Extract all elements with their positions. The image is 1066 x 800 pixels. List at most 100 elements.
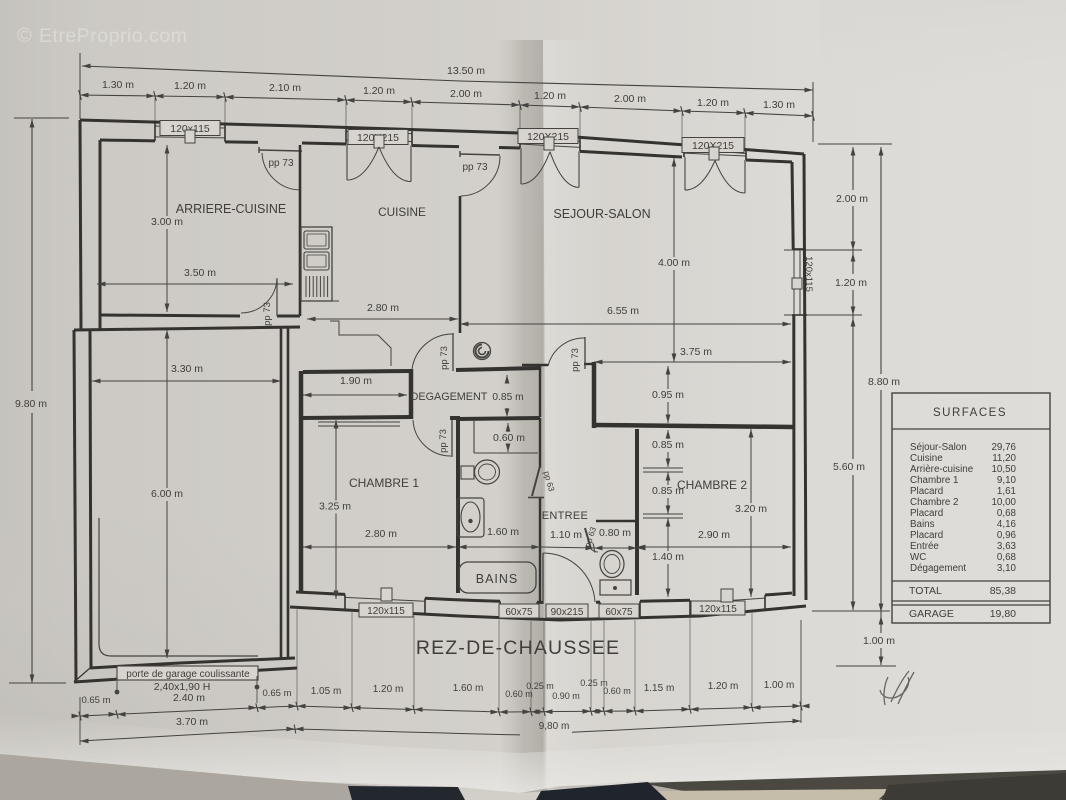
svg-text:Dégagement: Dégagement bbox=[910, 563, 966, 574]
svg-text:19,80: 19,80 bbox=[990, 608, 1016, 620]
svg-text:ARRIERE-CUISINE: ARRIERE-CUISINE bbox=[176, 202, 286, 216]
svg-text:1.20 m: 1.20 m bbox=[373, 684, 404, 695]
svg-text:3.20 m: 3.20 m bbox=[735, 503, 767, 515]
svg-text:2.10 m: 2.10 m bbox=[269, 82, 301, 94]
svg-text:1.20 m: 1.20 m bbox=[708, 681, 739, 692]
svg-text:CUISINE: CUISINE bbox=[378, 205, 426, 219]
svg-text:1.00 m: 1.00 m bbox=[863, 635, 895, 647]
svg-text:WC: WC bbox=[910, 552, 926, 563]
svg-text:0.85 m: 0.85 m bbox=[652, 485, 684, 497]
svg-text:pp 73: pp 73 bbox=[439, 346, 450, 370]
svg-text:0.60 m: 0.60 m bbox=[493, 432, 525, 444]
svg-text:0.85 m: 0.85 m bbox=[652, 439, 684, 451]
svg-text:8.80 m: 8.80 m bbox=[868, 376, 900, 388]
svg-text:5.60 m: 5.60 m bbox=[833, 461, 865, 473]
svg-text:3.75 m: 3.75 m bbox=[680, 346, 712, 358]
svg-text:3.70 m: 3.70 m bbox=[176, 716, 208, 728]
svg-text:Placard: Placard bbox=[910, 486, 943, 497]
svg-text:2.80 m: 2.80 m bbox=[365, 528, 397, 540]
svg-text:1.00 m: 1.00 m bbox=[764, 680, 795, 691]
svg-text:2.40 m: 2.40 m bbox=[173, 692, 205, 704]
svg-text:4,16: 4,16 bbox=[997, 519, 1017, 530]
svg-text:1.20 m: 1.20 m bbox=[697, 97, 729, 109]
svg-text:GARAGE: GARAGE bbox=[909, 608, 954, 620]
svg-text:Arrière-cuisine: Arrière-cuisine bbox=[910, 464, 974, 475]
svg-text:1.20 m: 1.20 m bbox=[363, 85, 395, 97]
svg-text:3.30 m: 3.30 m bbox=[171, 363, 203, 375]
svg-text:9,10: 9,10 bbox=[997, 475, 1017, 486]
svg-text:1.20 m: 1.20 m bbox=[534, 90, 566, 102]
svg-text:120x115: 120x115 bbox=[367, 606, 405, 617]
svg-text:2.80 m: 2.80 m bbox=[367, 302, 399, 314]
svg-text:3,10: 3,10 bbox=[997, 563, 1017, 574]
svg-text:DEGAGEMENT: DEGAGEMENT bbox=[411, 391, 488, 403]
svg-text:13.50 m: 13.50 m bbox=[447, 65, 485, 77]
svg-text:1.60 m: 1.60 m bbox=[487, 526, 519, 538]
svg-text:90x215: 90x215 bbox=[551, 607, 584, 618]
svg-text:SEJOUR-SALON: SEJOUR-SALON bbox=[553, 207, 650, 221]
svg-text:0.65 m: 0.65 m bbox=[262, 688, 291, 699]
svg-text:1.20 m: 1.20 m bbox=[174, 80, 206, 92]
svg-text:1.20 m: 1.20 m bbox=[835, 277, 867, 289]
svg-text:4.00 m: 4.00 m bbox=[658, 257, 690, 269]
svg-text:120x115: 120x115 bbox=[170, 123, 210, 135]
svg-text:120X215: 120X215 bbox=[692, 140, 734, 152]
svg-text:1.40 m: 1.40 m bbox=[652, 551, 684, 563]
svg-text:Cuisine: Cuisine bbox=[910, 453, 943, 464]
svg-text:0,68: 0,68 bbox=[997, 508, 1017, 519]
svg-text:0.65 m: 0.65 m bbox=[81, 695, 110, 706]
svg-text:Entrée: Entrée bbox=[910, 541, 939, 552]
svg-text:0.25 m: 0.25 m bbox=[526, 681, 554, 691]
svg-text:0.95 m: 0.95 m bbox=[652, 389, 684, 401]
svg-text:SURFACES: SURFACES bbox=[933, 407, 1007, 419]
svg-text:0,96: 0,96 bbox=[997, 530, 1017, 541]
svg-text:11,20: 11,20 bbox=[992, 453, 1016, 464]
svg-text:1.15 m: 1.15 m bbox=[644, 683, 675, 694]
svg-text:1.90 m: 1.90 m bbox=[340, 375, 372, 387]
svg-text:1.30 m: 1.30 m bbox=[102, 79, 134, 91]
svg-text:ENTREE: ENTREE bbox=[542, 510, 588, 522]
svg-text:CHAMBRE 1: CHAMBRE 1 bbox=[349, 476, 419, 490]
svg-text:3.25 m: 3.25 m bbox=[319, 501, 351, 513]
svg-text:pp 73: pp 73 bbox=[570, 348, 581, 372]
svg-text:pp 73: pp 73 bbox=[438, 429, 449, 453]
svg-text:0.25 m: 0.25 m bbox=[580, 678, 608, 688]
svg-text:REZ-DE-CHAUSSEE: REZ-DE-CHAUSSEE bbox=[416, 637, 620, 659]
svg-text:29,76: 29,76 bbox=[991, 442, 1016, 453]
svg-text:9.80 m: 9.80 m bbox=[15, 398, 47, 410]
svg-text:pp 73: pp 73 bbox=[262, 302, 273, 326]
svg-text:3.00 m: 3.00 m bbox=[151, 216, 183, 228]
svg-text:1.30 m: 1.30 m bbox=[763, 99, 795, 111]
svg-text:0.60 m: 0.60 m bbox=[505, 689, 533, 699]
svg-text:BAINS: BAINS bbox=[476, 572, 519, 586]
svg-text:120x115: 120x115 bbox=[699, 604, 737, 615]
svg-text:Bains: Bains bbox=[910, 519, 935, 530]
svg-text:0.85 m: 0.85 m bbox=[492, 392, 523, 403]
svg-text:10,00: 10,00 bbox=[991, 497, 1016, 508]
svg-text:2,40x1,90 H: 2,40x1,90 H bbox=[154, 681, 211, 693]
svg-text:Placard: Placard bbox=[910, 508, 943, 519]
svg-text:porte de garage coulissante: porte de garage coulissante bbox=[126, 669, 250, 680]
svg-text:1.10 m: 1.10 m bbox=[550, 529, 582, 541]
svg-text:60x75: 60x75 bbox=[505, 607, 533, 618]
svg-text:3,63: 3,63 bbox=[997, 541, 1017, 552]
svg-text:pp 73: pp 73 bbox=[462, 162, 487, 173]
svg-text:2.00 m: 2.00 m bbox=[836, 193, 868, 205]
svg-text:1,61: 1,61 bbox=[997, 486, 1016, 497]
svg-text:3.50 m: 3.50 m bbox=[184, 267, 216, 279]
svg-text:TOTAL: TOTAL bbox=[909, 585, 942, 597]
svg-text:Séjour-Salon: Séjour-Salon bbox=[910, 442, 967, 453]
svg-text:Placard: Placard bbox=[910, 530, 943, 541]
svg-text:©: © bbox=[17, 25, 32, 47]
svg-text:Chambre 1: Chambre 1 bbox=[910, 475, 958, 486]
svg-text:6.00 m: 6.00 m bbox=[151, 488, 183, 500]
svg-text:1.05 m: 1.05 m bbox=[311, 686, 342, 697]
svg-text:CHAMBRE 2: CHAMBRE 2 bbox=[677, 478, 747, 492]
svg-text:0.60 m: 0.60 m bbox=[603, 686, 631, 696]
svg-text:85,38: 85,38 bbox=[990, 585, 1016, 597]
svg-text:pp 73: pp 73 bbox=[268, 158, 293, 169]
svg-text:60x75: 60x75 bbox=[605, 607, 633, 618]
svg-text:0.80 m: 0.80 m bbox=[599, 527, 631, 539]
svg-text:2.00 m: 2.00 m bbox=[450, 88, 482, 100]
svg-text:6.55 m: 6.55 m bbox=[607, 305, 639, 317]
